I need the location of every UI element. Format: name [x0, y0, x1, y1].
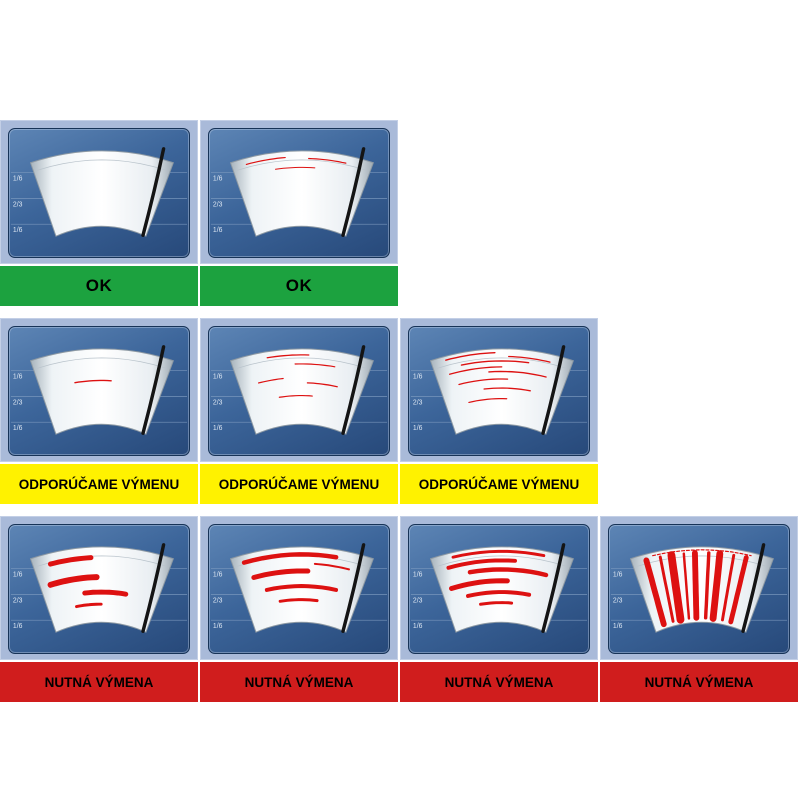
svg-text:1/6: 1/6	[613, 623, 623, 630]
svg-text:2/3: 2/3	[413, 399, 423, 406]
svg-text:2/3: 2/3	[13, 597, 23, 604]
status-label: NUTNÁ VÝMENA	[444, 674, 554, 690]
status-label: OK	[285, 276, 313, 295]
assessment-cell: 1/6 2/3 1/6 OK	[0, 120, 198, 306]
status-label: ODPORÚČAME VÝMENU	[418, 476, 580, 492]
assessment-cell: 1/6 2/3 1/6 NUTNÁ VÝMENA	[600, 516, 798, 702]
svg-text:1/6: 1/6	[13, 572, 23, 579]
wiper-panel: 1/6 2/3 1/6	[0, 318, 198, 462]
svg-text:1/6: 1/6	[213, 176, 223, 183]
status-label: OK	[85, 276, 113, 295]
svg-text:1/6: 1/6	[13, 176, 23, 183]
svg-text:1/6: 1/6	[213, 425, 223, 432]
assessment-cell: 1/6 2/3 1/6 NUTNÁ VÝMENA	[200, 516, 398, 702]
svg-text:1/6: 1/6	[413, 374, 423, 381]
status-label: ODPORÚČAME VÝMENU	[218, 476, 380, 492]
wiper-sweep-graphic: 1/6 2/3 1/6	[210, 345, 388, 435]
panel-screen: 1/6 2/3 1/6	[208, 326, 390, 456]
status-label: NUTNÁ VÝMENA	[44, 674, 154, 690]
status-bar-bad: NUTNÁ VÝMENA	[200, 662, 398, 702]
wiper-panel: 1/6 2/3 1/6	[600, 516, 798, 660]
status-label: ODPORÚČAME VÝMENU	[18, 476, 180, 492]
svg-text:1/6: 1/6	[413, 623, 423, 630]
wiper-panel: 1/6 2/3 1/6	[200, 318, 398, 462]
svg-text:2/3: 2/3	[13, 399, 23, 406]
svg-text:2/3: 2/3	[13, 201, 23, 208]
status-label: NUTNÁ VÝMENA	[644, 674, 754, 690]
panel-screen: 1/6 2/3 1/6	[408, 524, 590, 654]
wiper-panel: 1/6 2/3 1/6	[200, 120, 398, 264]
svg-text:2/3: 2/3	[613, 597, 623, 604]
wiper-panel: 1/6 2/3 1/6	[0, 120, 198, 264]
assessment-cell: 1/6 2/3 1/6 OK	[200, 120, 398, 306]
wiper-sweep-graphic: 1/6 2/3 1/6	[610, 543, 788, 633]
svg-text:1/6: 1/6	[213, 227, 223, 234]
assessment-cell: 1/6 2/3 1/6 ODPORÚČAME VÝMENU	[400, 318, 598, 504]
svg-text:2/3: 2/3	[413, 597, 423, 604]
panel-screen: 1/6 2/3 1/6	[8, 326, 190, 456]
status-bar-bad: NUTNÁ VÝMENA	[600, 662, 798, 702]
status-bar-ok: OK	[0, 266, 198, 306]
svg-text:1/6: 1/6	[213, 374, 223, 381]
wiper-panel: 1/6 2/3 1/6	[200, 516, 398, 660]
wiper-sweep-graphic: 1/6 2/3 1/6	[410, 543, 588, 633]
status-bar-ok: OK	[200, 266, 398, 306]
assessment-cell: 1/6 2/3 1/6 NUTNÁ VÝMENA	[0, 516, 198, 702]
svg-text:1/6: 1/6	[13, 425, 23, 432]
wiper-sweep-graphic: 1/6 2/3 1/6	[10, 543, 188, 633]
panel-screen: 1/6 2/3 1/6	[8, 524, 190, 654]
panel-screen: 1/6 2/3 1/6	[208, 524, 390, 654]
svg-text:1/6: 1/6	[13, 623, 23, 630]
svg-text:2/3: 2/3	[213, 597, 223, 604]
panel-screen: 1/6 2/3 1/6	[208, 128, 390, 258]
wiper-panel: 1/6 2/3 1/6	[400, 516, 598, 660]
svg-text:1/6: 1/6	[13, 227, 23, 234]
wiper-sweep-graphic: 1/6 2/3 1/6	[10, 345, 188, 435]
status-bar-bad: NUTNÁ VÝMENA	[400, 662, 598, 702]
assessment-cell: 1/6 2/3 1/6 ODPORÚČAME VÝMENU	[0, 318, 198, 504]
row-ok: 1/6 2/3 1/6 OK 1/6 2/3 1/6 OK	[0, 120, 800, 306]
svg-text:2/3: 2/3	[213, 201, 223, 208]
status-bar-warn: ODPORÚČAME VÝMENU	[0, 464, 198, 504]
svg-text:1/6: 1/6	[613, 572, 623, 579]
svg-text:1/6: 1/6	[213, 623, 223, 630]
svg-text:2/3: 2/3	[213, 399, 223, 406]
wiper-sweep-graphic: 1/6 2/3 1/6	[210, 147, 388, 237]
svg-text:1/6: 1/6	[213, 572, 223, 579]
assessment-cell: 1/6 2/3 1/6 NUTNÁ VÝMENA	[400, 516, 598, 702]
wiper-sweep-graphic: 1/6 2/3 1/6	[210, 543, 388, 633]
status-bar-warn: ODPORÚČAME VÝMENU	[400, 464, 598, 504]
svg-text:1/6: 1/6	[413, 425, 423, 432]
wiper-panel: 1/6 2/3 1/6	[400, 318, 598, 462]
status-bar-bad: NUTNÁ VÝMENA	[0, 662, 198, 702]
assessment-cell: 1/6 2/3 1/6 ODPORÚČAME VÝMENU	[200, 318, 398, 504]
wiper-sweep-graphic: 1/6 2/3 1/6	[410, 345, 588, 435]
wiper-panel: 1/6 2/3 1/6	[0, 516, 198, 660]
wiper-sweep-graphic: 1/6 2/3 1/6	[10, 147, 188, 237]
status-label: NUTNÁ VÝMENA	[244, 674, 354, 690]
svg-text:1/6: 1/6	[13, 374, 23, 381]
panel-screen: 1/6 2/3 1/6	[608, 524, 790, 654]
panel-screen: 1/6 2/3 1/6	[408, 326, 590, 456]
row-recommend-replacement: 1/6 2/3 1/6 ODPORÚČAME VÝMENU 1/6 2/3 1/6 OD…	[0, 318, 800, 504]
status-bar-warn: ODPORÚČAME VÝMENU	[200, 464, 398, 504]
panel-screen: 1/6 2/3 1/6	[8, 128, 190, 258]
svg-text:1/6: 1/6	[413, 572, 423, 579]
row-replacement-required: 1/6 2/3 1/6 NUTNÁ VÝMENA 1/6 2/3 1/6 NUTNÁ V…	[0, 516, 800, 702]
